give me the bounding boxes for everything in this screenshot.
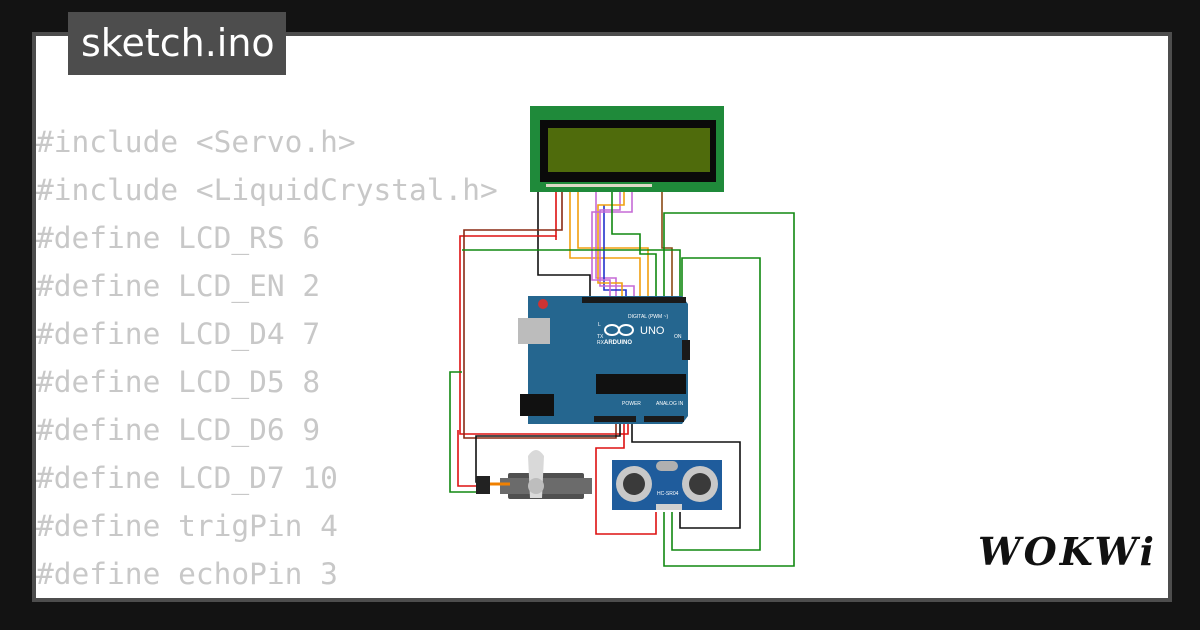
file-tab[interactable]: sketch.ino <box>68 12 286 75</box>
code-line: #define LCD_D5 8 <box>36 365 321 399</box>
atmega-chip <box>596 374 686 394</box>
wokwi-logo: WOKWi <box>978 529 1157 574</box>
lcd-display <box>530 106 724 192</box>
on-label: ON <box>674 334 682 340</box>
arduino-model: UNO <box>640 325 665 337</box>
usb-port <box>518 318 550 344</box>
tx-label: TX <box>597 334 604 340</box>
wire-violet-1 <box>595 188 617 298</box>
file-tab-label: sketch.ino <box>81 21 275 65</box>
power-label: POWER <box>622 401 641 407</box>
wire-black-lcd <box>537 187 591 298</box>
wire-blue <box>603 205 627 298</box>
wire-dark-red <box>463 188 617 439</box>
lcd-pins <box>546 184 652 187</box>
power-jack <box>520 394 554 416</box>
infinity-icon <box>604 324 634 336</box>
analog-label: ANALOG IN <box>656 401 684 407</box>
digital-label: DIGITAL (PWM ~) <box>628 314 668 320</box>
wire-violet-2 <box>599 188 635 298</box>
code-preview: #include <Servo.h> #include <LiquidCrysta… <box>36 118 498 598</box>
code-line: #include <LiquidCrystal.h> <box>36 173 498 207</box>
digital-header <box>582 297 686 303</box>
wire-orange-2 <box>577 188 649 298</box>
wire-black-sensor <box>631 415 741 529</box>
sensor-label: HC-SR04 <box>657 491 679 497</box>
code-line: #define LCD_D4 7 <box>36 317 321 351</box>
code-line: #include <Servo.h> <box>36 125 356 159</box>
wire-green-long2 <box>671 257 761 551</box>
rx-label: RX <box>597 340 605 346</box>
arduino-uno-board: UNO ARDUINO DIGITAL (PWM ~) POWER ANALOG… <box>518 296 690 424</box>
reset-button <box>538 299 548 309</box>
wire-green-servo <box>449 371 488 493</box>
icsp-header <box>682 340 690 360</box>
l-label: L <box>598 322 601 328</box>
power-header <box>594 416 636 422</box>
code-line: #define LCD_EN 2 <box>36 269 321 303</box>
wire-brown <box>660 189 673 298</box>
code-line: #define trigPin 4 <box>36 509 338 543</box>
code-line: #define echoPin 3 <box>36 557 338 591</box>
wire-green-lcd <box>611 188 657 298</box>
code-line: #define LCD_D6 9 <box>36 413 321 447</box>
wire-green-long1 <box>663 212 795 567</box>
servo-motor <box>476 450 592 499</box>
wire-violet-3 <box>591 188 633 298</box>
arduino-logo: ARDUINO <box>604 340 632 346</box>
wire-green-left <box>462 249 681 298</box>
ultrasonic-sensor: HC-SR04 <box>612 460 722 510</box>
wire-orange-3 <box>597 188 625 298</box>
code-line: #define LCD_D7 10 <box>36 461 338 495</box>
wire-red-sensor <box>595 415 657 535</box>
wires <box>449 187 795 567</box>
wire-red-lcd <box>459 188 629 435</box>
analog-header <box>644 416 684 422</box>
code-line: #define LCD_RS 6 <box>36 221 321 255</box>
